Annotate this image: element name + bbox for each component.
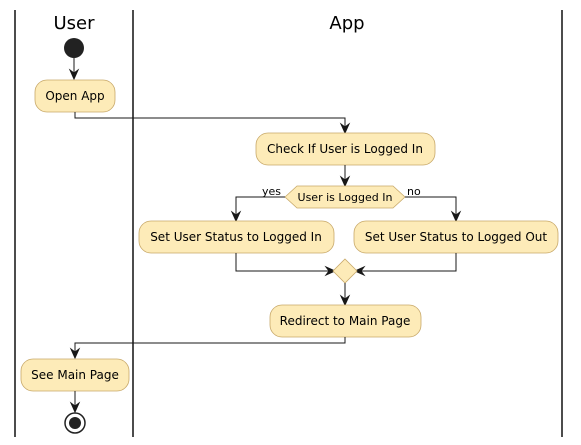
edge-no bbox=[405, 196, 457, 218]
edge-yes bbox=[235, 196, 285, 218]
node-check-login-label: Check If User is Logged In bbox=[267, 142, 423, 156]
node-see-main-label: See Main Page bbox=[31, 368, 119, 382]
start-node bbox=[64, 38, 84, 58]
lane-title-app: App bbox=[329, 13, 364, 34]
edge-redirect-see bbox=[74, 337, 346, 355]
node-set-logged-in-label: Set User Status to Logged In bbox=[150, 230, 322, 244]
arrow-open-check bbox=[339, 122, 351, 135]
arrow-see-end bbox=[69, 401, 81, 414]
merge-node bbox=[332, 258, 358, 284]
lane-title-user: User bbox=[53, 13, 95, 34]
arrow-no bbox=[450, 210, 462, 223]
arrow-redirect-see bbox=[69, 347, 81, 360]
node-open-app-label: Open App bbox=[45, 89, 104, 103]
arrow-check-decision bbox=[339, 175, 351, 188]
arrow-merge-left bbox=[324, 265, 337, 277]
branch-yes-label: yes bbox=[262, 185, 281, 198]
decision-logged-in-label: User is Logged In bbox=[298, 191, 393, 204]
branch-no-label: no bbox=[407, 185, 421, 198]
arrow-merge-right bbox=[353, 265, 366, 277]
node-set-logged-out-label: Set User Status to Logged Out bbox=[365, 230, 548, 244]
edge-merge-left bbox=[235, 253, 332, 272]
edge-merge-right bbox=[358, 253, 457, 272]
arrow-yes bbox=[230, 210, 242, 223]
arrow-merge-redirect bbox=[339, 294, 351, 307]
edge-open-check bbox=[74, 112, 346, 130]
node-redirect-label: Redirect to Main Page bbox=[280, 314, 411, 328]
arrow-start-open bbox=[68, 68, 80, 81]
end-node-core bbox=[69, 417, 81, 429]
